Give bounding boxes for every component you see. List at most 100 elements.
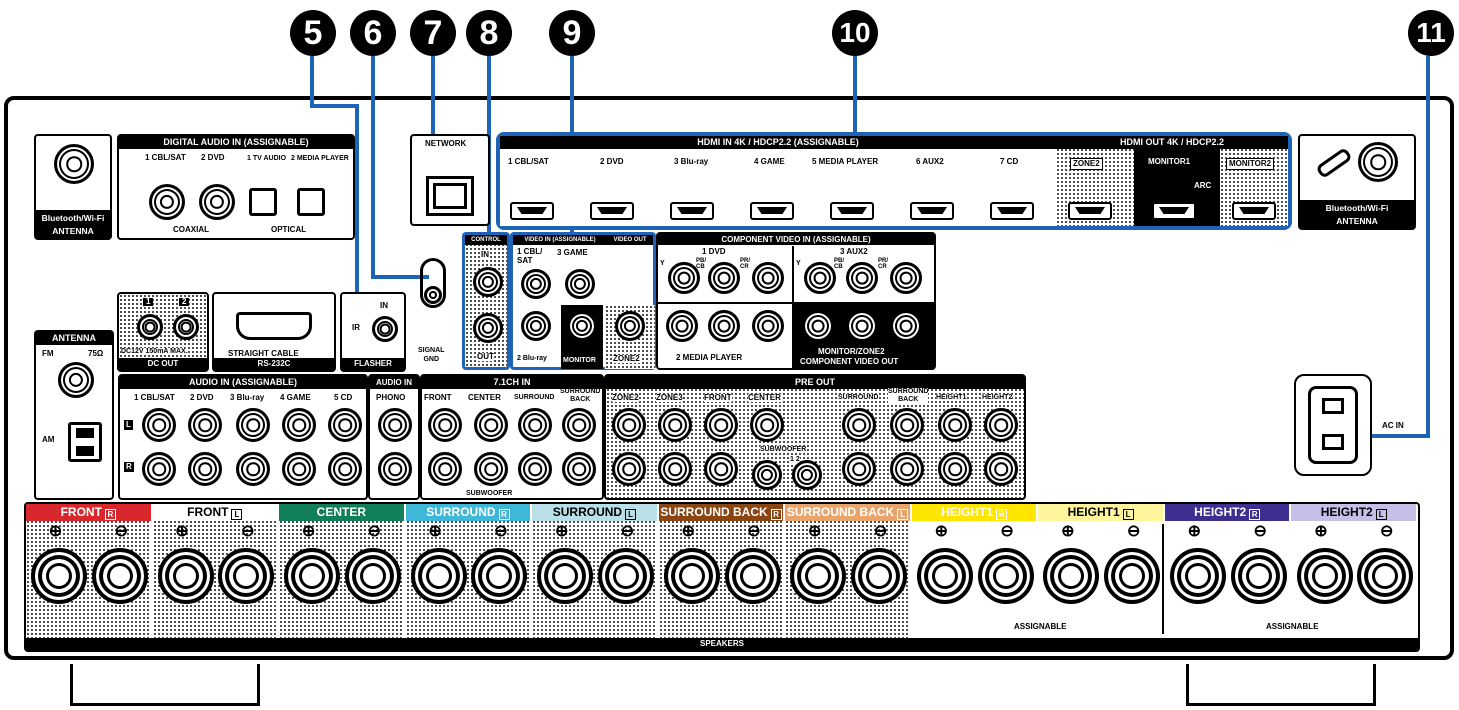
- video-out-monitor-jack[interactable]: [567, 311, 597, 341]
- component-out-y[interactable]: [802, 310, 834, 342]
- speaker-terminal-plus[interactable]: [284, 548, 341, 604]
- flasher-jack[interactable]: [372, 316, 398, 342]
- speaker-terminal-minus[interactable]: [1104, 548, 1161, 604]
- pre-zone3-l[interactable]: [658, 408, 692, 442]
- dc-out-jack-1[interactable]: [137, 314, 163, 340]
- speaker-terminal-plus[interactable]: [1043, 548, 1100, 604]
- coaxial-jack-2[interactable]: [199, 184, 235, 220]
- video-out-zone2-jack[interactable]: [615, 311, 645, 341]
- antenna-jack[interactable]: [54, 144, 94, 184]
- pre-sback-l[interactable]: [890, 408, 924, 442]
- speaker-terminal-plus[interactable]: [537, 548, 594, 604]
- audio-in-2-l[interactable]: [188, 408, 222, 442]
- hdmi-out-port-monitor2[interactable]: [1232, 202, 1276, 220]
- audio-in-2-r[interactable]: [188, 452, 222, 486]
- speaker-terminal-minus[interactable]: [218, 548, 275, 604]
- speaker-terminal-minus[interactable]: [1230, 548, 1287, 604]
- ethernet-port[interactable]: [426, 176, 474, 216]
- speaker-terminal-minus[interactable]: [1357, 548, 1414, 604]
- coaxial-jack-1[interactable]: [149, 184, 185, 220]
- component-in-1-y[interactable]: [668, 262, 700, 294]
- component-in-3-y[interactable]: [804, 262, 836, 294]
- audio-in-5-l[interactable]: [328, 408, 362, 442]
- speaker-terminal-plus[interactable]: [410, 548, 467, 604]
- pre-height2-r[interactable]: [984, 452, 1018, 486]
- hdmi-in-port-7[interactable]: [990, 202, 1034, 220]
- speaker-terminal-plus[interactable]: [157, 548, 214, 604]
- hdmi-out-port-monitor1[interactable]: [1152, 202, 1196, 220]
- component-out-pr[interactable]: [890, 310, 922, 342]
- component-in-1-pb[interactable]: [708, 262, 740, 294]
- pre-sub-2[interactable]: [792, 460, 822, 490]
- pre-surround-l[interactable]: [842, 408, 876, 442]
- rs232c-port[interactable]: [236, 312, 312, 340]
- ch71-surround-r[interactable]: [518, 452, 552, 486]
- pre-sub-1[interactable]: [752, 460, 782, 490]
- pre-height2-l[interactable]: [984, 408, 1018, 442]
- hdmi-in-port-3[interactable]: [670, 202, 714, 220]
- speaker-terminal-plus[interactable]: [663, 548, 720, 604]
- hdmi-in-port-5[interactable]: [830, 202, 874, 220]
- control-out-jack[interactable]: [473, 313, 503, 343]
- signal-gnd-terminal[interactable]: [420, 258, 446, 308]
- am-terminal[interactable]: [68, 422, 102, 462]
- speaker-terminal-plus[interactable]: [1296, 548, 1353, 604]
- ch71-sub[interactable]: [474, 452, 508, 486]
- component-in-2-y[interactable]: [666, 310, 698, 342]
- pre-zone2-l[interactable]: [612, 408, 646, 442]
- component-in-3-pb[interactable]: [846, 262, 878, 294]
- hdmi-in-port-2[interactable]: [590, 202, 634, 220]
- audio-in-3-r[interactable]: [236, 452, 270, 486]
- dc-out-jack-2[interactable]: [173, 314, 199, 340]
- hdmi-in-port-4[interactable]: [750, 202, 794, 220]
- pre-zone2-r[interactable]: [612, 452, 646, 486]
- speaker-terminal-plus[interactable]: [31, 548, 88, 604]
- component-in-1-pr[interactable]: [752, 262, 784, 294]
- ac-inlet[interactable]: [1308, 386, 1358, 464]
- hdmi-in-port-6[interactable]: [910, 202, 954, 220]
- antenna-jack-right[interactable]: [1358, 142, 1398, 182]
- audio-in-5-r[interactable]: [328, 452, 362, 486]
- speaker-terminal-minus[interactable]: [597, 548, 654, 604]
- speaker-terminal-plus[interactable]: [1169, 548, 1226, 604]
- fm-jack[interactable]: [58, 362, 94, 398]
- ch71-sback-l[interactable]: [562, 408, 596, 442]
- audio-in-1-l[interactable]: [142, 408, 176, 442]
- pre-center[interactable]: [750, 408, 784, 442]
- audio-in-1-r[interactable]: [142, 452, 176, 486]
- ch71-front-r[interactable]: [428, 452, 462, 486]
- ch71-center[interactable]: [474, 408, 508, 442]
- speaker-terminal-plus[interactable]: [916, 548, 973, 604]
- speaker-terminal-minus[interactable]: [344, 548, 401, 604]
- component-in-3-pr[interactable]: [890, 262, 922, 294]
- audio-in-4-l[interactable]: [282, 408, 316, 442]
- pre-front-l[interactable]: [704, 408, 738, 442]
- hdmi-out-port-zone2[interactable]: [1068, 202, 1112, 220]
- ch71-surround-l[interactable]: [518, 408, 552, 442]
- phono-r[interactable]: [378, 452, 412, 486]
- component-out-pb[interactable]: [846, 310, 878, 342]
- control-in-jack[interactable]: [473, 267, 503, 297]
- pre-front-r[interactable]: [704, 452, 738, 486]
- video-in-jack-3[interactable]: [565, 269, 595, 299]
- speaker-terminal-minus[interactable]: [851, 548, 908, 604]
- pre-height1-r[interactable]: [938, 452, 972, 486]
- speaker-terminal-plus[interactable]: [790, 548, 847, 604]
- hdmi-in-port-1[interactable]: [510, 202, 554, 220]
- video-in-jack-2[interactable]: [521, 311, 551, 341]
- optical-port-2[interactable]: [297, 188, 325, 216]
- pre-height1-l[interactable]: [938, 408, 972, 442]
- ch71-sback-r[interactable]: [562, 452, 596, 486]
- optical-port-1[interactable]: [249, 188, 277, 216]
- video-in-jack-1[interactable]: [521, 269, 551, 299]
- pre-surround-r[interactable]: [842, 452, 876, 486]
- speaker-terminal-minus[interactable]: [471, 548, 528, 604]
- pre-sback-r[interactable]: [890, 452, 924, 486]
- phono-l[interactable]: [378, 408, 412, 442]
- speaker-terminal-minus[interactable]: [724, 548, 781, 604]
- speaker-terminal-minus[interactable]: [91, 548, 148, 604]
- component-in-2-pr[interactable]: [752, 310, 784, 342]
- component-in-2-pb[interactable]: [708, 310, 740, 342]
- audio-in-4-r[interactable]: [282, 452, 316, 486]
- ch71-front-l[interactable]: [428, 408, 462, 442]
